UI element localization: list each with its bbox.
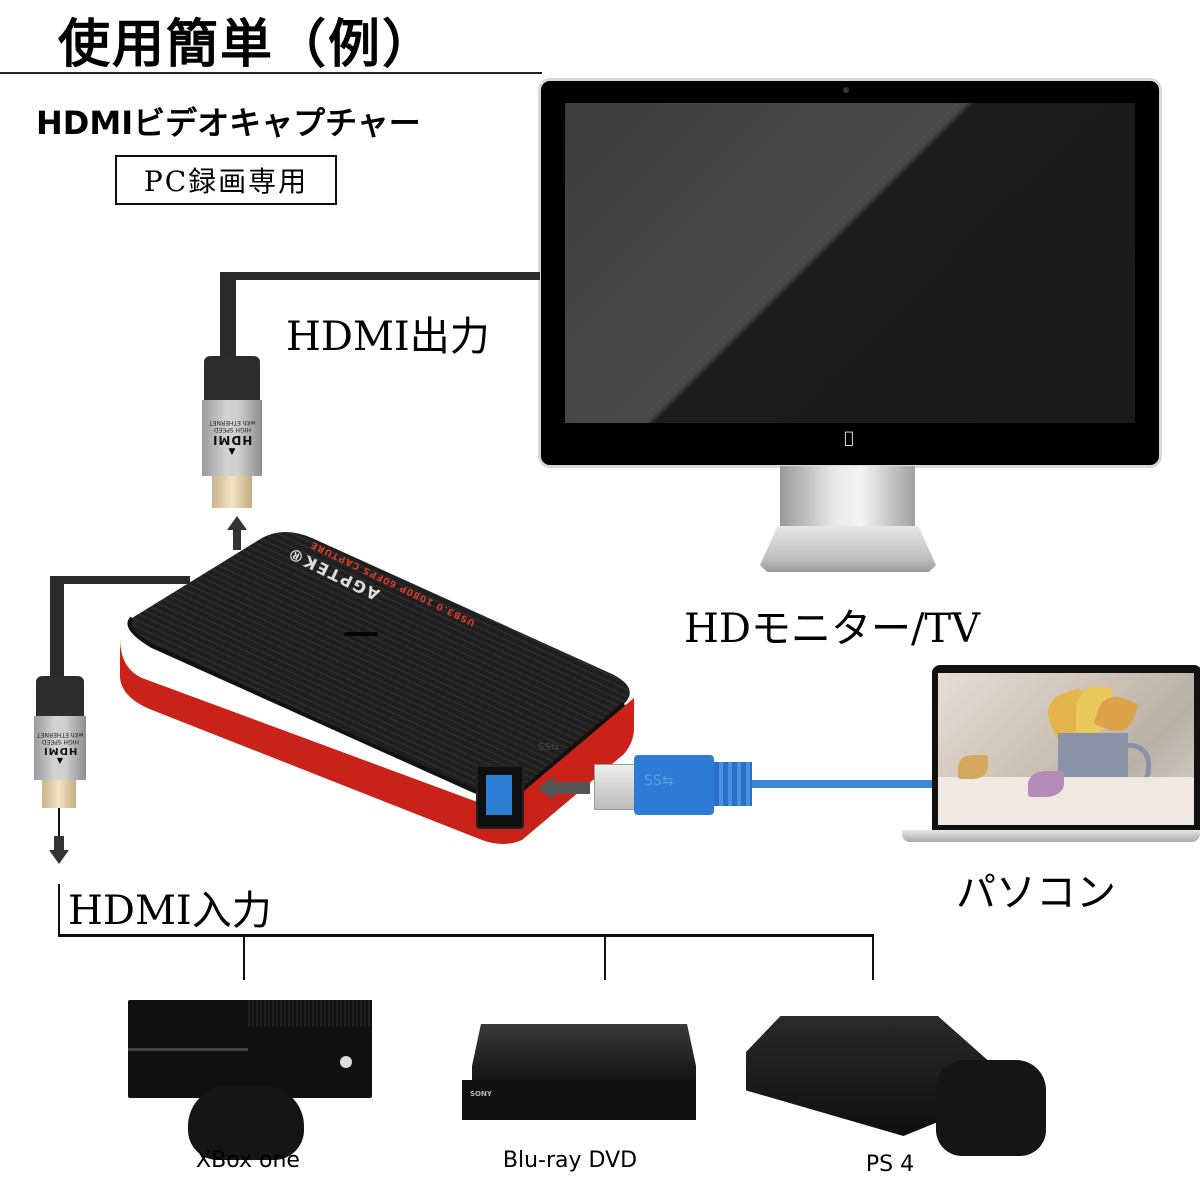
usb3-port (476, 765, 524, 829)
arrow-left-icon (538, 776, 554, 800)
plug-strain-relief (204, 356, 260, 400)
plug-text-speed: HIGH SPEED (213, 426, 251, 433)
monitor-stand (780, 466, 915, 526)
plug-text-speed: HIGH SPEED (41, 738, 79, 745)
bluray-player: SONY (462, 1024, 696, 1120)
sony-logo: SONY (470, 1090, 492, 1098)
hdmi-output-cable-horizontal (220, 272, 540, 280)
hdmi-input-label: HDMI入力 (68, 888, 272, 934)
monitor-screen (565, 103, 1135, 423)
apple-logo-icon:  (841, 429, 857, 447)
page-title: 使用簡単（例） (58, 15, 437, 75)
xbox-one (124, 1000, 372, 1160)
usb-strain-relief (714, 762, 752, 806)
source-bus-line (58, 934, 874, 937)
plug-housing: with ETHERNET HIGH SPEED HDMI ▼ (202, 400, 262, 476)
laptop-screen (938, 673, 1194, 825)
arrow-down-shaft (54, 836, 64, 850)
arrow-left-shaft (554, 782, 590, 794)
hdmi-input-cable-horizontal (50, 576, 190, 584)
laptop-base (902, 830, 1200, 842)
source-line-vertical (58, 884, 60, 936)
hdmi-input-cable-vertical (50, 576, 64, 676)
plug-text-ethernet: with ETHERNET (36, 731, 84, 738)
bluray-branch-line (604, 934, 606, 980)
hdmi-logo: HDMI (211, 433, 253, 447)
hdmi-output-plug: with ETHERNET HIGH SPEED HDMI ▼ (200, 356, 264, 516)
source-label-ps4: PS 4 (865, 1152, 915, 1177)
hdmi-logo: HDMI (42, 745, 78, 756)
plug-connector (212, 476, 252, 508)
plug-strain-relief (36, 676, 84, 716)
hdmi-output-label: HDMI出力 (286, 314, 490, 360)
plug-marker-icon: ▼ (56, 756, 64, 765)
usb-plug-metal (594, 764, 636, 810)
pc-recording-badge: PC録画専用 (115, 155, 337, 205)
monitor-camera-icon (843, 87, 849, 93)
arrow-up-shaft (233, 530, 241, 550)
arrow-up-icon (227, 516, 247, 530)
plug-connector (42, 780, 76, 808)
monitor-label: HDモニター/TV (684, 606, 980, 652)
hd-monitor:  (538, 78, 1162, 468)
ps4-branch-line (872, 934, 874, 980)
title-divider (0, 72, 542, 74)
source-label-bluray: Blu-ray DVD (502, 1148, 638, 1173)
xbox-logo-icon (340, 1056, 352, 1068)
product-subtitle: HDMIビデオキャプチャー (36, 104, 421, 142)
laptop (932, 665, 1200, 833)
usb-ss-logo-icon: SS⇆ (644, 773, 674, 789)
hdmi-output-cable-vertical (220, 272, 236, 362)
plug-marker-icon: ▼ (228, 447, 236, 457)
pc-label: パソコン (956, 870, 1116, 916)
ps4 (746, 1016, 1046, 1156)
plug-text-ethernet: with ETHERNET (208, 419, 256, 426)
plug-housing: with ETHERNET HIGH SPEED HDMI ▼ (34, 716, 86, 780)
arrow-down-icon (49, 850, 69, 864)
usb-plug-head: SS⇆ (634, 755, 714, 815)
usb-cable-wire (752, 780, 934, 788)
connector-line (58, 808, 60, 848)
xbox-console (128, 1000, 372, 1098)
xbox-controller (188, 1086, 304, 1160)
capture-device: AGPTEK® USB3.0 1080P 60FPS CAPTURE SS⇆ (112, 528, 640, 848)
source-label-xbox: XBox one (196, 1148, 300, 1173)
ps4-controller (936, 1060, 1046, 1156)
hdmi-input-plug: with ETHERNET HIGH SPEED HDMI ▼ (32, 676, 88, 816)
monitor-stand-base (760, 526, 936, 572)
usb-ss-icon: SS⇆ (538, 742, 560, 753)
xbox-branch-line (243, 934, 245, 980)
usb3-port-tongue (486, 775, 512, 815)
